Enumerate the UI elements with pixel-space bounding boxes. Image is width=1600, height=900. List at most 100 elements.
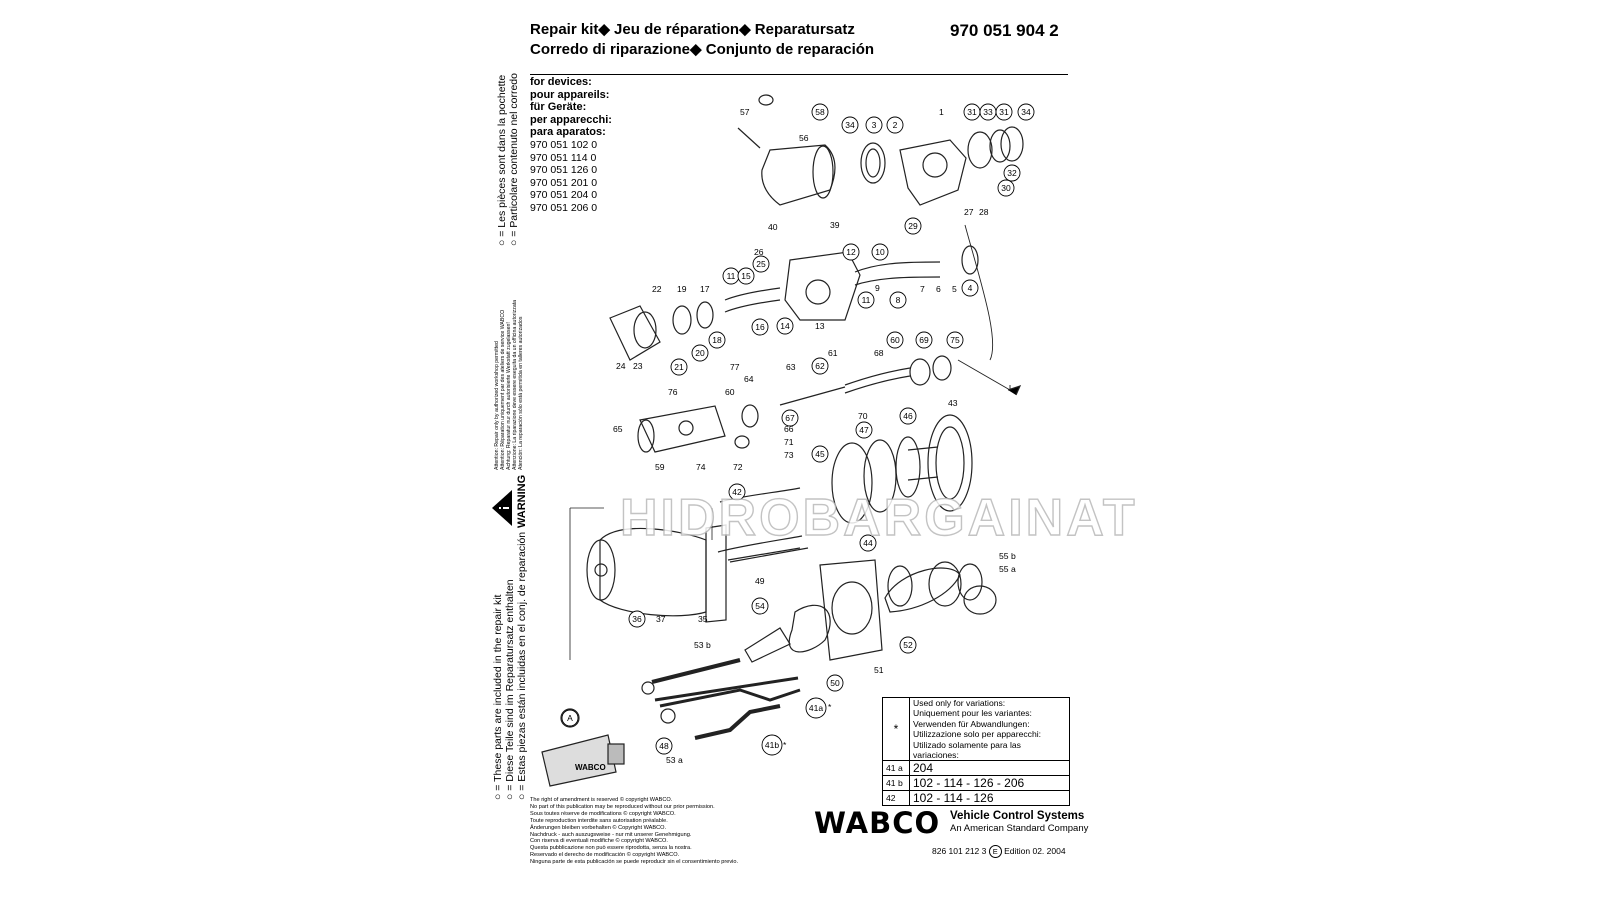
svg-text:18: 18 <box>712 335 722 345</box>
svg-text:41b: 41b <box>765 740 779 750</box>
svg-text:48: 48 <box>659 741 669 751</box>
svg-text:31: 31 <box>967 107 977 117</box>
device-number: 970 051 204 0 <box>530 189 598 202</box>
svg-text:54: 54 <box>755 601 765 611</box>
svg-text:14: 14 <box>780 321 790 331</box>
watermark: HIDROBARGAINAT <box>619 488 1138 547</box>
push-rods <box>641 658 801 740</box>
callout-circle: 46 <box>899 407 917 425</box>
callout-23: 23 <box>633 361 643 371</box>
callout-53a: 53 a <box>666 755 683 765</box>
callout-74: 74 <box>696 462 706 472</box>
variations-table: * Used only for variations: Uniquement p… <box>882 696 1070 807</box>
svg-text:67: 67 <box>785 413 795 423</box>
svg-text:11: 11 <box>727 271 736 281</box>
callout-64: 64 <box>744 374 754 384</box>
spring-cylinder <box>569 487 809 660</box>
callout-circle: 41a <box>805 697 827 719</box>
callout-55b: 55 b <box>999 551 1016 561</box>
callout-circle: 45 <box>811 445 829 463</box>
legal-line: The right of amendment is reserved © cop… <box>530 797 673 803</box>
svg-text:45: 45 <box>815 449 825 459</box>
svg-text:12: 12 <box>846 247 856 257</box>
callout-37: 37 <box>656 614 666 624</box>
legal-line: Toute reproduction interdite sans autori… <box>530 817 668 824</box>
callout-56: 56 <box>799 133 809 143</box>
svg-text:31: 31 <box>999 107 1009 117</box>
callout-76: 76 <box>668 387 678 397</box>
callout-circle: 75 <box>946 331 964 349</box>
svg-text:62: 62 <box>815 361 825 371</box>
callout-22: 22 <box>652 284 662 294</box>
callout-circle: 33 <box>979 103 997 121</box>
svg-text:16: 16 <box>755 322 765 332</box>
variations-header-line: Used only for variations: <box>913 698 1006 708</box>
legal-line: Änderungen bleiben vorbehalten © Copyrig… <box>530 824 667 831</box>
lube-tube <box>541 708 625 787</box>
variations-header-line: Utilizado solamente para las variaciones… <box>913 739 1021 761</box>
callout-circle: 31 <box>963 103 981 121</box>
callout-circle: 44 <box>859 534 877 552</box>
doc-number: 826 101 212 3 <box>932 846 987 856</box>
brand-company: An American Standard Company <box>950 823 1089 834</box>
device-number: 970 051 126 0 <box>530 164 598 177</box>
svg-text:10: 10 <box>875 247 885 257</box>
callout-circle: 8 <box>889 291 907 309</box>
devices-label-it: per apparecchi: <box>530 113 612 126</box>
callout-65: 65 <box>613 424 623 434</box>
callout-6: 6 <box>936 284 941 294</box>
svg-text:34: 34 <box>845 120 855 130</box>
footer-doc-info: 826 101 212 3 E Edition 02. 2004 <box>932 845 1066 858</box>
callout-circle: 12 <box>842 243 860 261</box>
legal-line: Sous toutes réserve de modifications © c… <box>530 810 676 817</box>
callout-circle: 18 <box>708 331 726 349</box>
callout-circle: 60 <box>886 331 904 349</box>
brake-chamber <box>831 414 973 524</box>
variation-key: 41 b <box>882 775 910 792</box>
callout-61: 61 <box>828 348 838 358</box>
svg-text:50: 50 <box>830 678 840 688</box>
header-rule <box>530 74 1068 75</box>
callout-27: 27 <box>964 207 974 217</box>
svg-text:8: 8 <box>896 295 901 305</box>
svg-text:15: 15 <box>741 271 751 281</box>
callout-19: 19 <box>677 284 687 294</box>
callout-9: 9 <box>875 283 880 293</box>
callout-circle: 34 <box>1017 103 1035 121</box>
legal-notice: The right of amendment is reserved © cop… <box>530 797 738 866</box>
svg-text:11: 11 <box>862 295 871 305</box>
legal-line: Con riserva di eventuali modifiche © cop… <box>530 838 668 845</box>
wabco-logo: WABCO <box>814 806 941 840</box>
callout-26: 26 <box>754 247 764 257</box>
variations-header-line: Verwenden für Abwandlungen: <box>913 718 1030 729</box>
title-line-1: Repair kit◆ Jeu de réparation◆ Reparatur… <box>530 21 855 38</box>
callout-28: 28 <box>979 207 989 217</box>
callout-circle: 11 <box>857 291 875 309</box>
callout-39: 39 <box>830 220 840 230</box>
callout-57: 57 <box>740 107 750 117</box>
callout-circle: 11 <box>722 267 740 285</box>
callout-circle: 67 <box>781 409 799 427</box>
variation-key: 41 a <box>882 760 910 777</box>
svg-text:60: 60 <box>890 335 900 345</box>
callout-circle: 20 <box>691 344 709 362</box>
callout-circle: 14 <box>776 317 794 335</box>
callout-circle: 48 <box>655 737 673 755</box>
callout-circle: 10 <box>871 243 889 261</box>
callout-7: 7 <box>920 284 925 294</box>
callout-24: 24 <box>616 361 626 371</box>
edition: Edition 02. 2004 <box>1004 846 1066 856</box>
svg-text:33: 33 <box>983 107 993 117</box>
variations-header-line: Uniquement pour les variantes: <box>913 708 1032 719</box>
svg-text:32: 32 <box>1007 168 1017 178</box>
repair-kit-sheet: Repair kit◆ Jeu de réparation◆ Reparatur… <box>480 0 1110 900</box>
legal-line: Ninguna parte de esta publicación se pue… <box>530 859 739 866</box>
variations-star: * <box>882 696 910 762</box>
callout-53b: 53 b <box>694 640 711 650</box>
callout-circle: 21 <box>670 358 688 376</box>
callout-68: 68 <box>874 348 884 358</box>
legal-line: Questa pubblicazione non può essere ripr… <box>530 845 692 852</box>
table-row: 41 b 102 - 114 - 126 - 206 <box>882 775 1070 792</box>
device-number: 970 051 201 0 <box>530 176 598 189</box>
svg-text:20: 20 <box>695 348 705 358</box>
